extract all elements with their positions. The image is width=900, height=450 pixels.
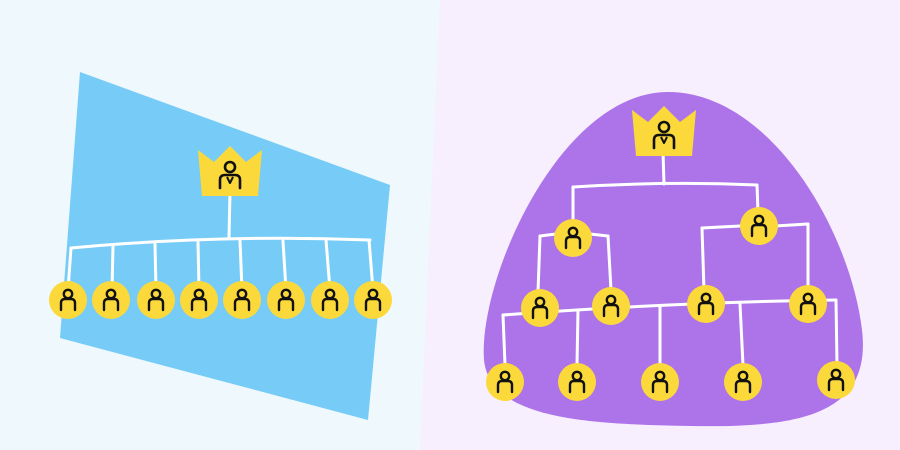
team-lead-node [521,289,559,327]
manager-node [740,207,778,245]
member-node [180,281,218,319]
team-lead-node [789,285,827,323]
member-node [724,363,762,401]
team-lead-node [592,287,630,325]
flat-org-chart [49,72,392,420]
member-node [558,363,596,401]
member-node [223,281,261,319]
flat-chart-members [49,281,392,319]
hierarchy-chart-members [486,207,855,401]
team-lead-node [687,285,725,323]
flat-chart-backdrop [60,72,390,420]
member-node [311,281,349,319]
member-node [137,281,175,319]
member-node [641,363,679,401]
member-node [267,281,305,319]
hierarchical-org-chart [483,92,863,427]
member-node [354,281,392,319]
member-node [486,363,524,401]
member-node [49,281,87,319]
member-node [817,361,855,399]
member-node [92,281,130,319]
manager-node [554,219,592,257]
